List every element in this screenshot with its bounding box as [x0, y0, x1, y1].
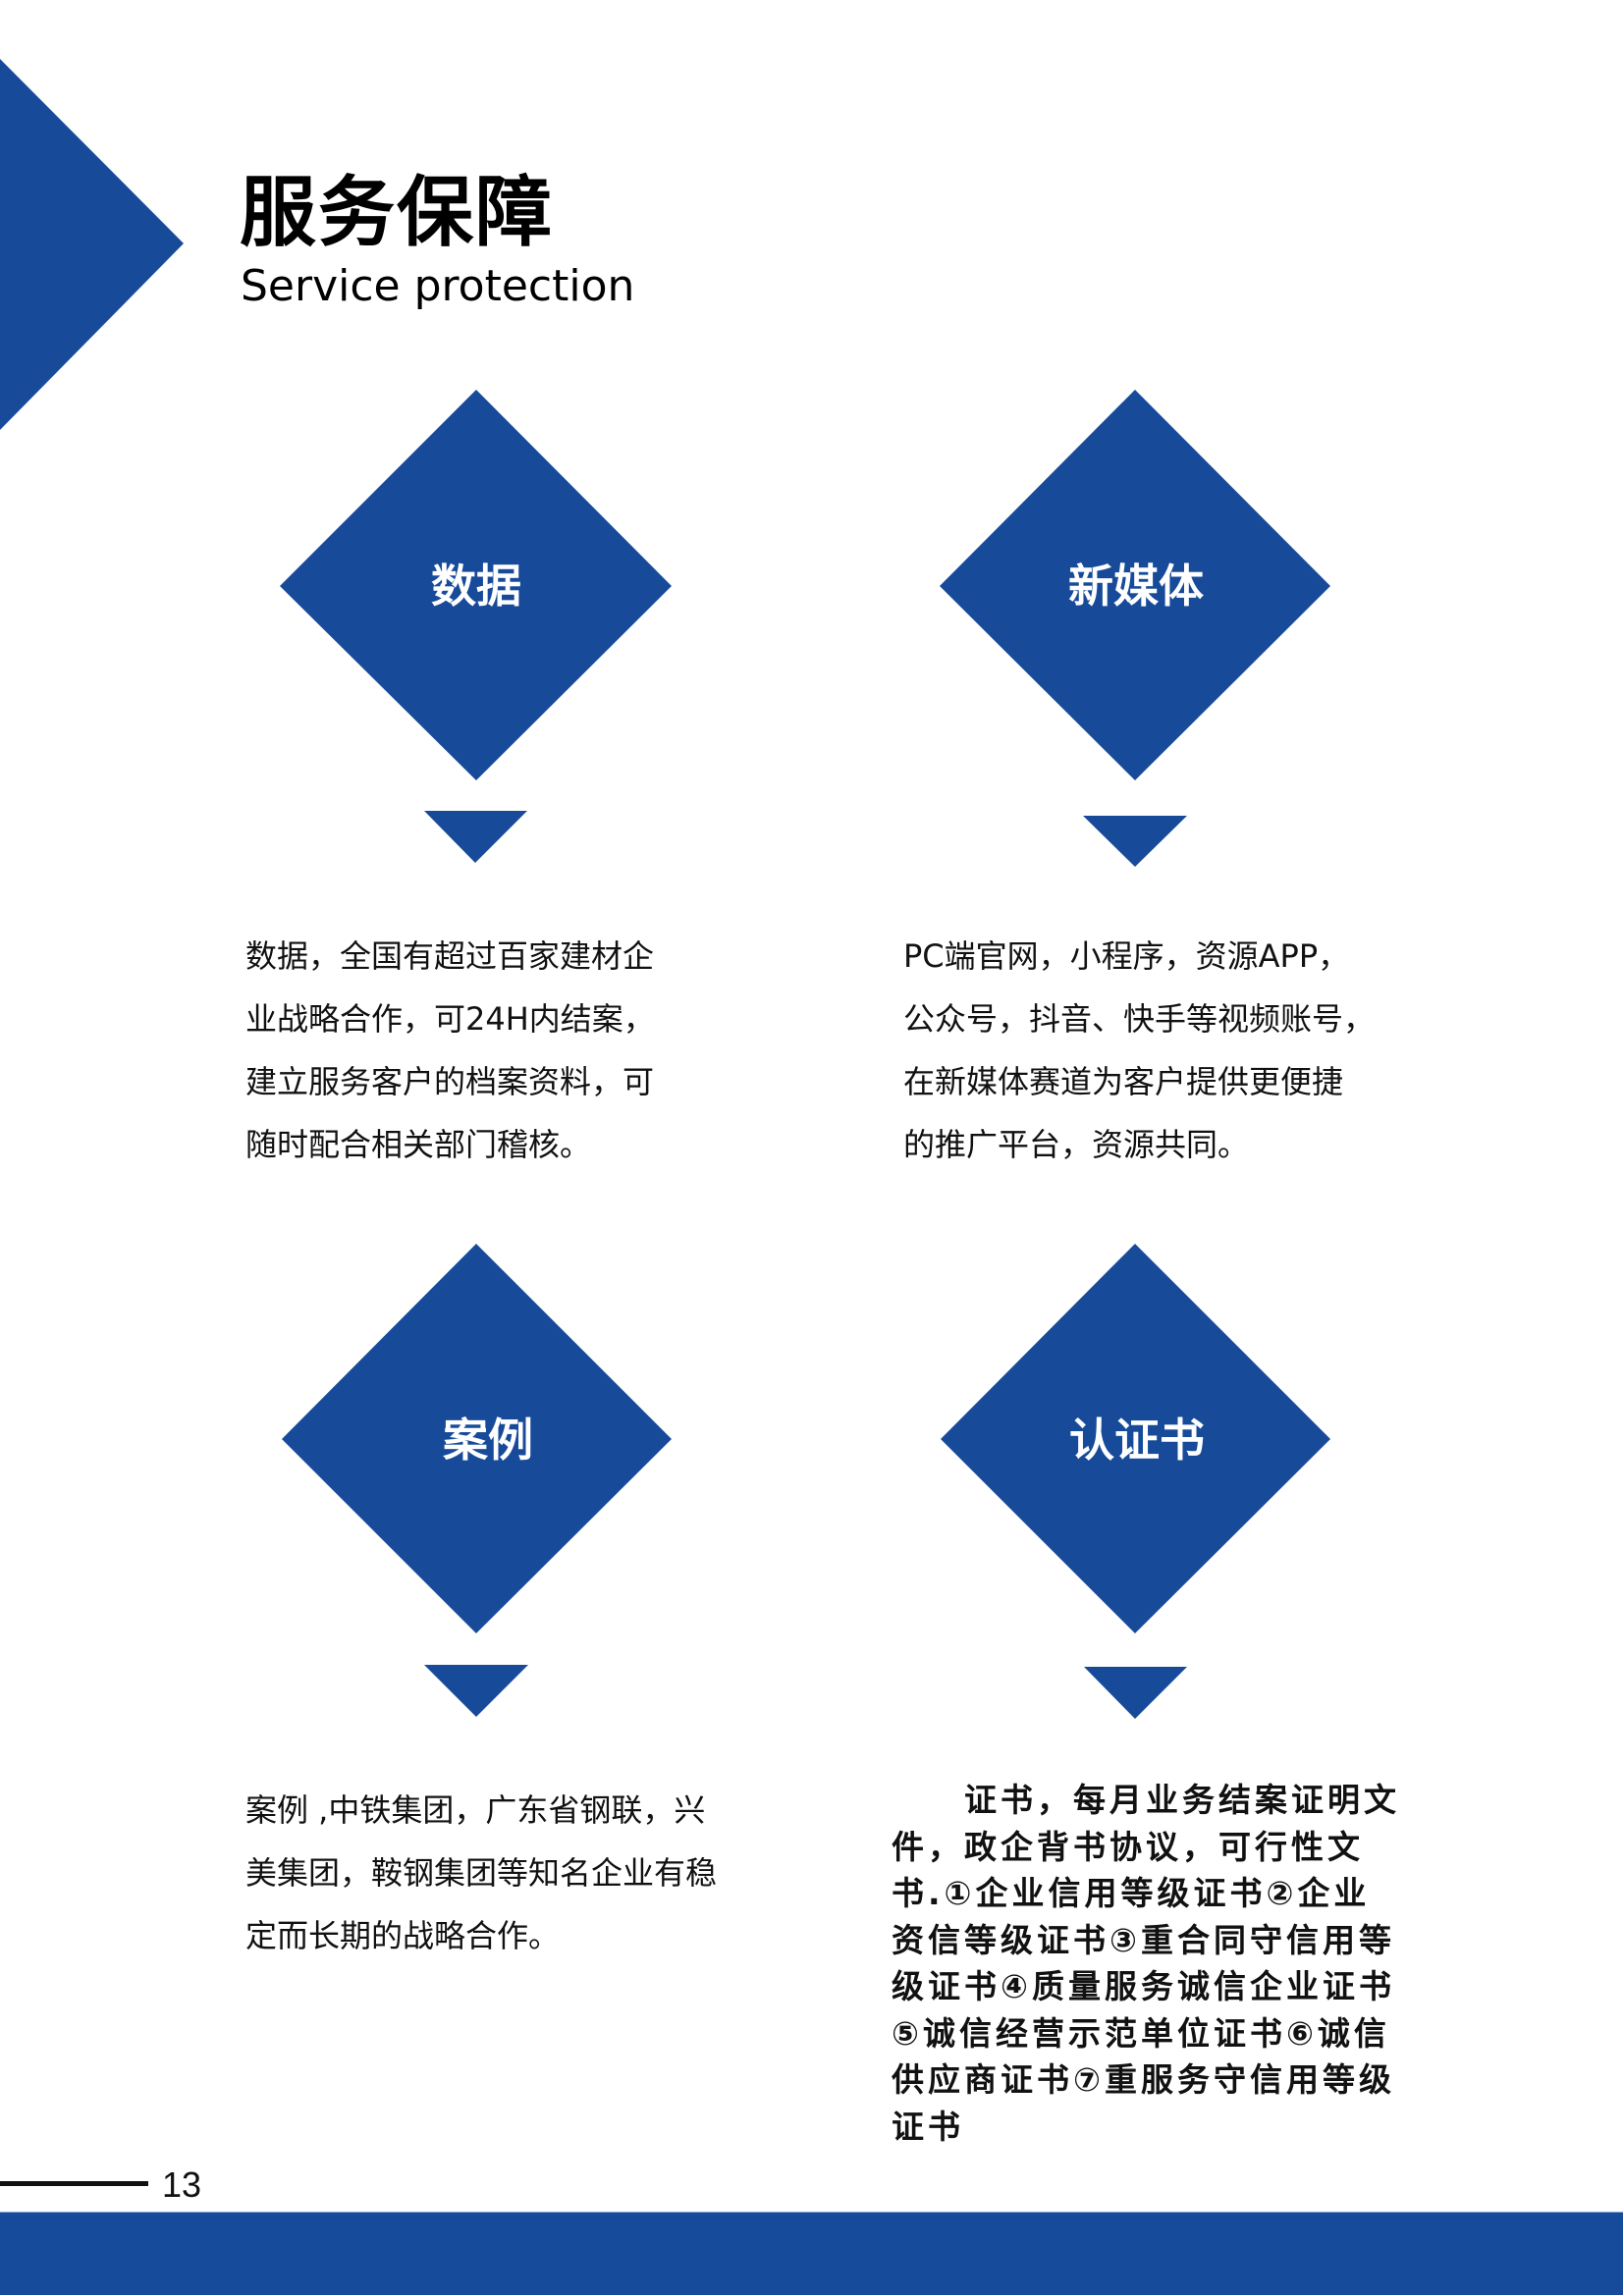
description-line: 供应商证书⑦重服务守信用等级: [892, 2060, 1395, 2099]
description-line: 美集团，鞍钢集团等知名企业有稳: [245, 1854, 718, 1892]
description-line: 证书: [892, 2107, 964, 2146]
arrow-down-icon: [424, 811, 527, 863]
description-line: 在新媒体赛道为客户提供更便捷: [903, 1063, 1344, 1100]
card-description: 案例 ,中铁集团，广东省钢联，兴 美集团，鞍钢集团等知名企业有稳 定而长期的战略…: [245, 1779, 717, 1967]
description-line: 定而长期的战略合作。: [245, 1917, 561, 1954]
description-line: PC端官网，小程序，资源APP，: [903, 937, 1350, 975]
description-line: 件，政企背书协议，可行性文: [892, 1827, 1364, 1866]
description-line: ⑤诚信经营示范单位证书⑥诚信: [892, 2013, 1390, 2053]
diamond-shape: [940, 390, 1330, 867]
page-subtitle: Service protection: [241, 261, 635, 311]
page-number: 13: [162, 2164, 202, 2205]
description-line: 数据，全国有超过百家建材企: [245, 937, 655, 975]
diamond-shape: [941, 1244, 1330, 1719]
description-line: 资信等级证书③重合同守信用等: [892, 1920, 1395, 1959]
card-cases: 案例: [282, 1244, 675, 1735]
description-line: 公众号，抖音、快手等视频账号，: [903, 1000, 1376, 1038]
description-line: 书.①企业信用等级证书②企业: [892, 1874, 1371, 1912]
arrow-down-icon: [424, 1665, 528, 1717]
card-description: 数据，全国有超过百家建材企 业战略合作，可24H内结案， 建立服务客户的档案资料…: [245, 925, 655, 1176]
footer-band: [0, 2212, 1623, 2295]
description-line: 案例 ,中铁集团，广东省钢联，兴: [245, 1791, 706, 1829]
card-description: 证书，每月业务结案证明文 件，政企背书协议，可行性文 书.①企业信用等级证书②企…: [892, 1777, 1400, 2150]
card-data: 数据: [280, 390, 673, 881]
description-line: 的推广平台，资源共同。: [903, 1126, 1250, 1163]
arrow-down-icon: [1084, 1667, 1187, 1719]
card-label: 认证书: [1069, 1414, 1205, 1467]
card-label: 案例: [443, 1414, 533, 1467]
diamond-shape: [280, 390, 672, 863]
description-line: 建立服务客户的档案资料，可: [245, 1063, 655, 1100]
card-certificates: 认证书: [941, 1244, 1333, 1735]
description-line: 证书，每月业务结案证明文: [892, 1781, 1400, 1819]
corner-triangle-decoration: [0, 59, 184, 430]
page-title: 服务保障: [240, 169, 555, 257]
description-line: 业战略合作，可24H内结案，: [245, 1000, 655, 1038]
description-line: 随时配合相关部门稽核。: [245, 1126, 592, 1163]
arrow-down-icon: [1083, 816, 1187, 867]
card-label: 新媒体: [1068, 560, 1204, 613]
diamond-shape: [282, 1244, 672, 1717]
description-line: 级证书④质量服务诚信企业证书: [892, 1967, 1395, 2005]
footer-rule: [0, 2181, 148, 2186]
card-new-media: 新媒体: [940, 390, 1332, 881]
card-label: 数据: [431, 560, 521, 613]
card-description: PC端官网，小程序，资源APP， 公众号，抖音、快手等视频账号， 在新媒体赛道为…: [903, 925, 1375, 1176]
